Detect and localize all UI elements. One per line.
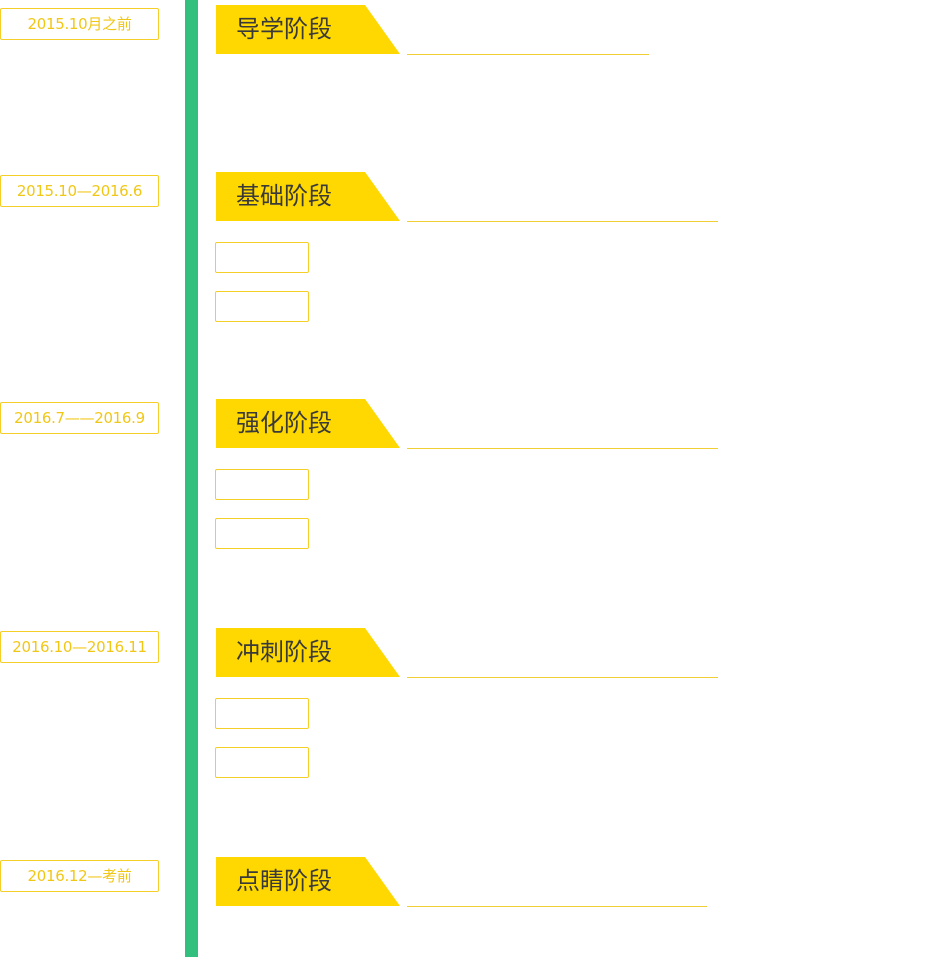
stage-item-box[interactable] (215, 698, 309, 729)
stage-date-label: 2016.7——2016.9 (0, 402, 159, 434)
stage-underline (407, 54, 649, 55)
stage-header-flag (216, 172, 400, 221)
stage-item-box[interactable] (215, 518, 309, 549)
stage-title: 冲刺阶段 (236, 638, 332, 666)
stage-header[interactable]: 基础阶段 (216, 172, 400, 221)
stage-item-box[interactable] (215, 242, 309, 273)
stage-header-flag (216, 857, 400, 906)
stage-item-box[interactable] (215, 747, 309, 778)
stage-header[interactable]: 点睛阶段 (216, 857, 400, 906)
stage-header[interactable]: 强化阶段 (216, 399, 400, 448)
stage-header-flag (216, 5, 400, 54)
stage-date-label: 2016.10—2016.11 (0, 631, 159, 663)
stage-date-label: 2015.10月之前 (0, 8, 159, 40)
stage-title: 点睛阶段 (236, 867, 332, 895)
stage-header-flag (216, 628, 400, 677)
stage-item-box[interactable] (215, 469, 309, 500)
stage-title: 强化阶段 (236, 409, 332, 437)
stage-header[interactable]: 冲刺阶段 (216, 628, 400, 677)
stage-underline (407, 906, 707, 907)
stage-date-label: 2016.12—考前 (0, 860, 159, 892)
timeline-vertical-bar (185, 0, 198, 957)
stage-underline (407, 448, 718, 449)
stage-title: 基础阶段 (236, 182, 332, 210)
stage-header-flag (216, 399, 400, 448)
stage-underline (407, 221, 718, 222)
stage-title: 导学阶段 (236, 15, 332, 43)
stage-header[interactable]: 导学阶段 (216, 5, 400, 54)
stage-underline (407, 677, 718, 678)
stage-date-label: 2015.10—2016.6 (0, 175, 159, 207)
stage-item-box[interactable] (215, 291, 309, 322)
